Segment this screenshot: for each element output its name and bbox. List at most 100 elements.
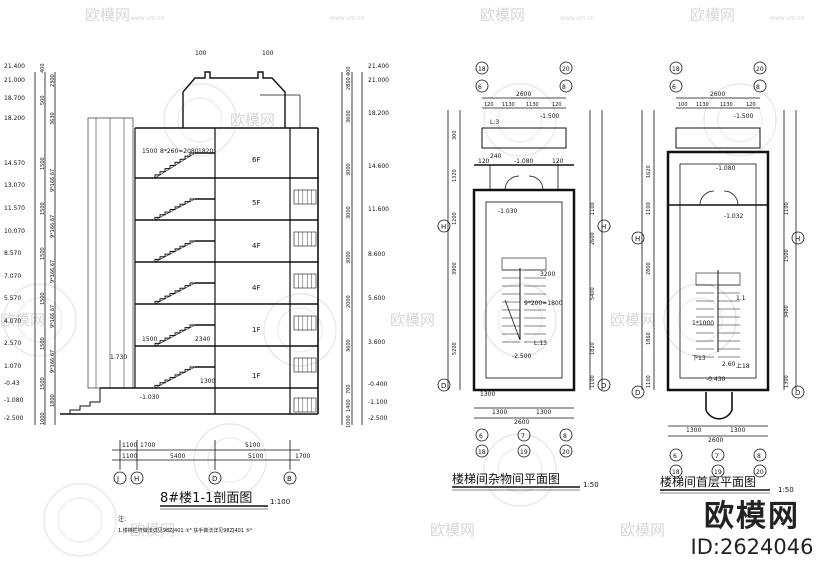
axis-bubble	[283, 471, 297, 485]
plan-axis-bubble	[597, 378, 611, 392]
stair-landing	[501, 257, 547, 271]
mid-label-2: 2340	[195, 336, 210, 343]
floor-label: 6F	[252, 156, 260, 164]
plan-label: 1*1000	[692, 320, 714, 327]
plan-top-dimension: 100	[678, 102, 688, 108]
left-dimension: 1500	[40, 377, 46, 390]
plan-axis-label: 20	[756, 66, 764, 73]
plan-axis-label: 8	[757, 453, 761, 460]
watermark-url: www.om.cn	[130, 15, 165, 22]
axis-label: H	[134, 475, 139, 483]
left-elevation: 7.070	[4, 273, 21, 280]
plan-axis-bubble	[669, 79, 683, 93]
plan-top-dimension: 1130	[502, 102, 515, 108]
left-dimension: 1500	[40, 202, 46, 215]
left-elevation: 2.570	[4, 340, 21, 347]
left-dimension: 400	[40, 63, 46, 73]
watermark-text: 欧模网	[85, 6, 130, 24]
left-dimensions: 4002300500363015009*166.6715009*166.6715…	[40, 63, 56, 425]
axis-bubble	[113, 471, 127, 485]
plan-axis-bubble	[559, 61, 573, 75]
left-dimension: 9*166.67	[50, 305, 56, 328]
brand-name: 欧模网	[704, 499, 800, 534]
left-dimension: 1800	[50, 394, 56, 407]
plan-axis-bubble	[437, 378, 451, 392]
stair-railing	[154, 366, 196, 389]
plan-elevation: -1.080	[514, 158, 534, 165]
plan-left-dimension: 1100	[646, 202, 652, 215]
stair-railing	[154, 152, 196, 179]
plan-top-dimension: 1130	[696, 102, 709, 108]
right-dimension: 2000	[346, 295, 352, 308]
plan-bottom-dimension: 1300	[536, 409, 551, 416]
bottom-dimension: 5400	[170, 453, 185, 460]
plan-left-dimension: 1620	[646, 165, 652, 178]
plan-elevation: -1.032	[724, 213, 744, 220]
floor-label: 4F	[252, 242, 260, 250]
right-dimension: 3000	[346, 206, 352, 219]
left-elevation: 21.400	[4, 63, 25, 70]
plan-axis-label: H	[635, 235, 640, 243]
brand-block: 欧模网 ID:2624046	[688, 500, 816, 560]
window	[293, 315, 317, 331]
plan-axis-label: H	[441, 223, 446, 231]
watermark-url: www.om.cn	[770, 15, 805, 22]
left-dimension: 1500	[40, 157, 46, 170]
plan-axis-label: 20	[756, 469, 764, 476]
axis-bubble	[130, 471, 144, 485]
plan-axis-label: 8	[563, 433, 567, 440]
plan-axis-bubble	[753, 448, 767, 462]
watermark-text: 欧模网	[610, 311, 655, 329]
plan-label: 120	[478, 158, 490, 165]
mid-label-1: 1500	[142, 336, 157, 343]
watermark-tile	[43, 483, 117, 557]
section-note-label: 注:	[118, 515, 126, 523]
plan-label: 120	[552, 158, 564, 165]
watermark-tile	[3, 283, 77, 357]
watermark-text: 欧模网	[0, 311, 45, 329]
storage-plan-title: 楼梯间杂物间平面图	[452, 471, 560, 486]
left-elevation: -2.500	[4, 415, 24, 422]
plan-axis-bubble	[559, 444, 573, 458]
left-elevation: 8.570	[4, 250, 21, 257]
plan-axis-label: 20	[562, 66, 570, 73]
plan-label: 1300	[480, 391, 495, 398]
stair-label-2: 8*260=2080	[160, 148, 199, 155]
plan-label: 9*200=1800	[524, 300, 563, 307]
right-dimension: 3000	[346, 163, 352, 176]
watermark-text: 欧模网	[390, 311, 435, 329]
plan-axis-bubble	[753, 61, 767, 75]
plan-left-dimension: 3900	[452, 262, 458, 275]
right-dimensions: 4002800360030003000300020003600700140010…	[346, 66, 352, 428]
plan-right-dimension: 1100	[784, 202, 790, 215]
right-elevation: 8.600	[368, 251, 385, 258]
window	[293, 189, 317, 205]
window	[293, 273, 317, 289]
floor-lines	[60, 127, 318, 415]
left-dimension: 3630	[50, 112, 56, 125]
plan-elevation: -0.430	[706, 376, 726, 383]
watermark-text: 欧模网	[690, 6, 735, 24]
plan-right-dimension: 1300	[784, 375, 790, 388]
plan-axis-bubble	[791, 385, 805, 399]
right-elevation: 3.600	[368, 339, 385, 346]
plan-axis-label: 18	[478, 66, 486, 73]
watermark-tile	[163, 83, 237, 157]
plan-axis-bubble	[475, 79, 489, 93]
plan-elevation: -1.080	[716, 165, 736, 172]
stair-railing	[154, 282, 196, 305]
plan-bottom-dimension: 1300	[492, 409, 507, 416]
floor-label: 1F	[252, 372, 260, 380]
plan-axis-label: 20	[562, 449, 570, 456]
plan-axis-label: 6	[478, 84, 482, 91]
right-dimension: 3600	[346, 339, 352, 352]
window	[293, 357, 317, 373]
storage-stair-treads	[501, 257, 547, 343]
left-dimension: 1500	[40, 247, 46, 260]
plan-left-dimension: 5200	[452, 342, 458, 355]
left-elevation: 18.200	[4, 115, 25, 122]
watermark-text: 欧模网	[620, 521, 665, 539]
